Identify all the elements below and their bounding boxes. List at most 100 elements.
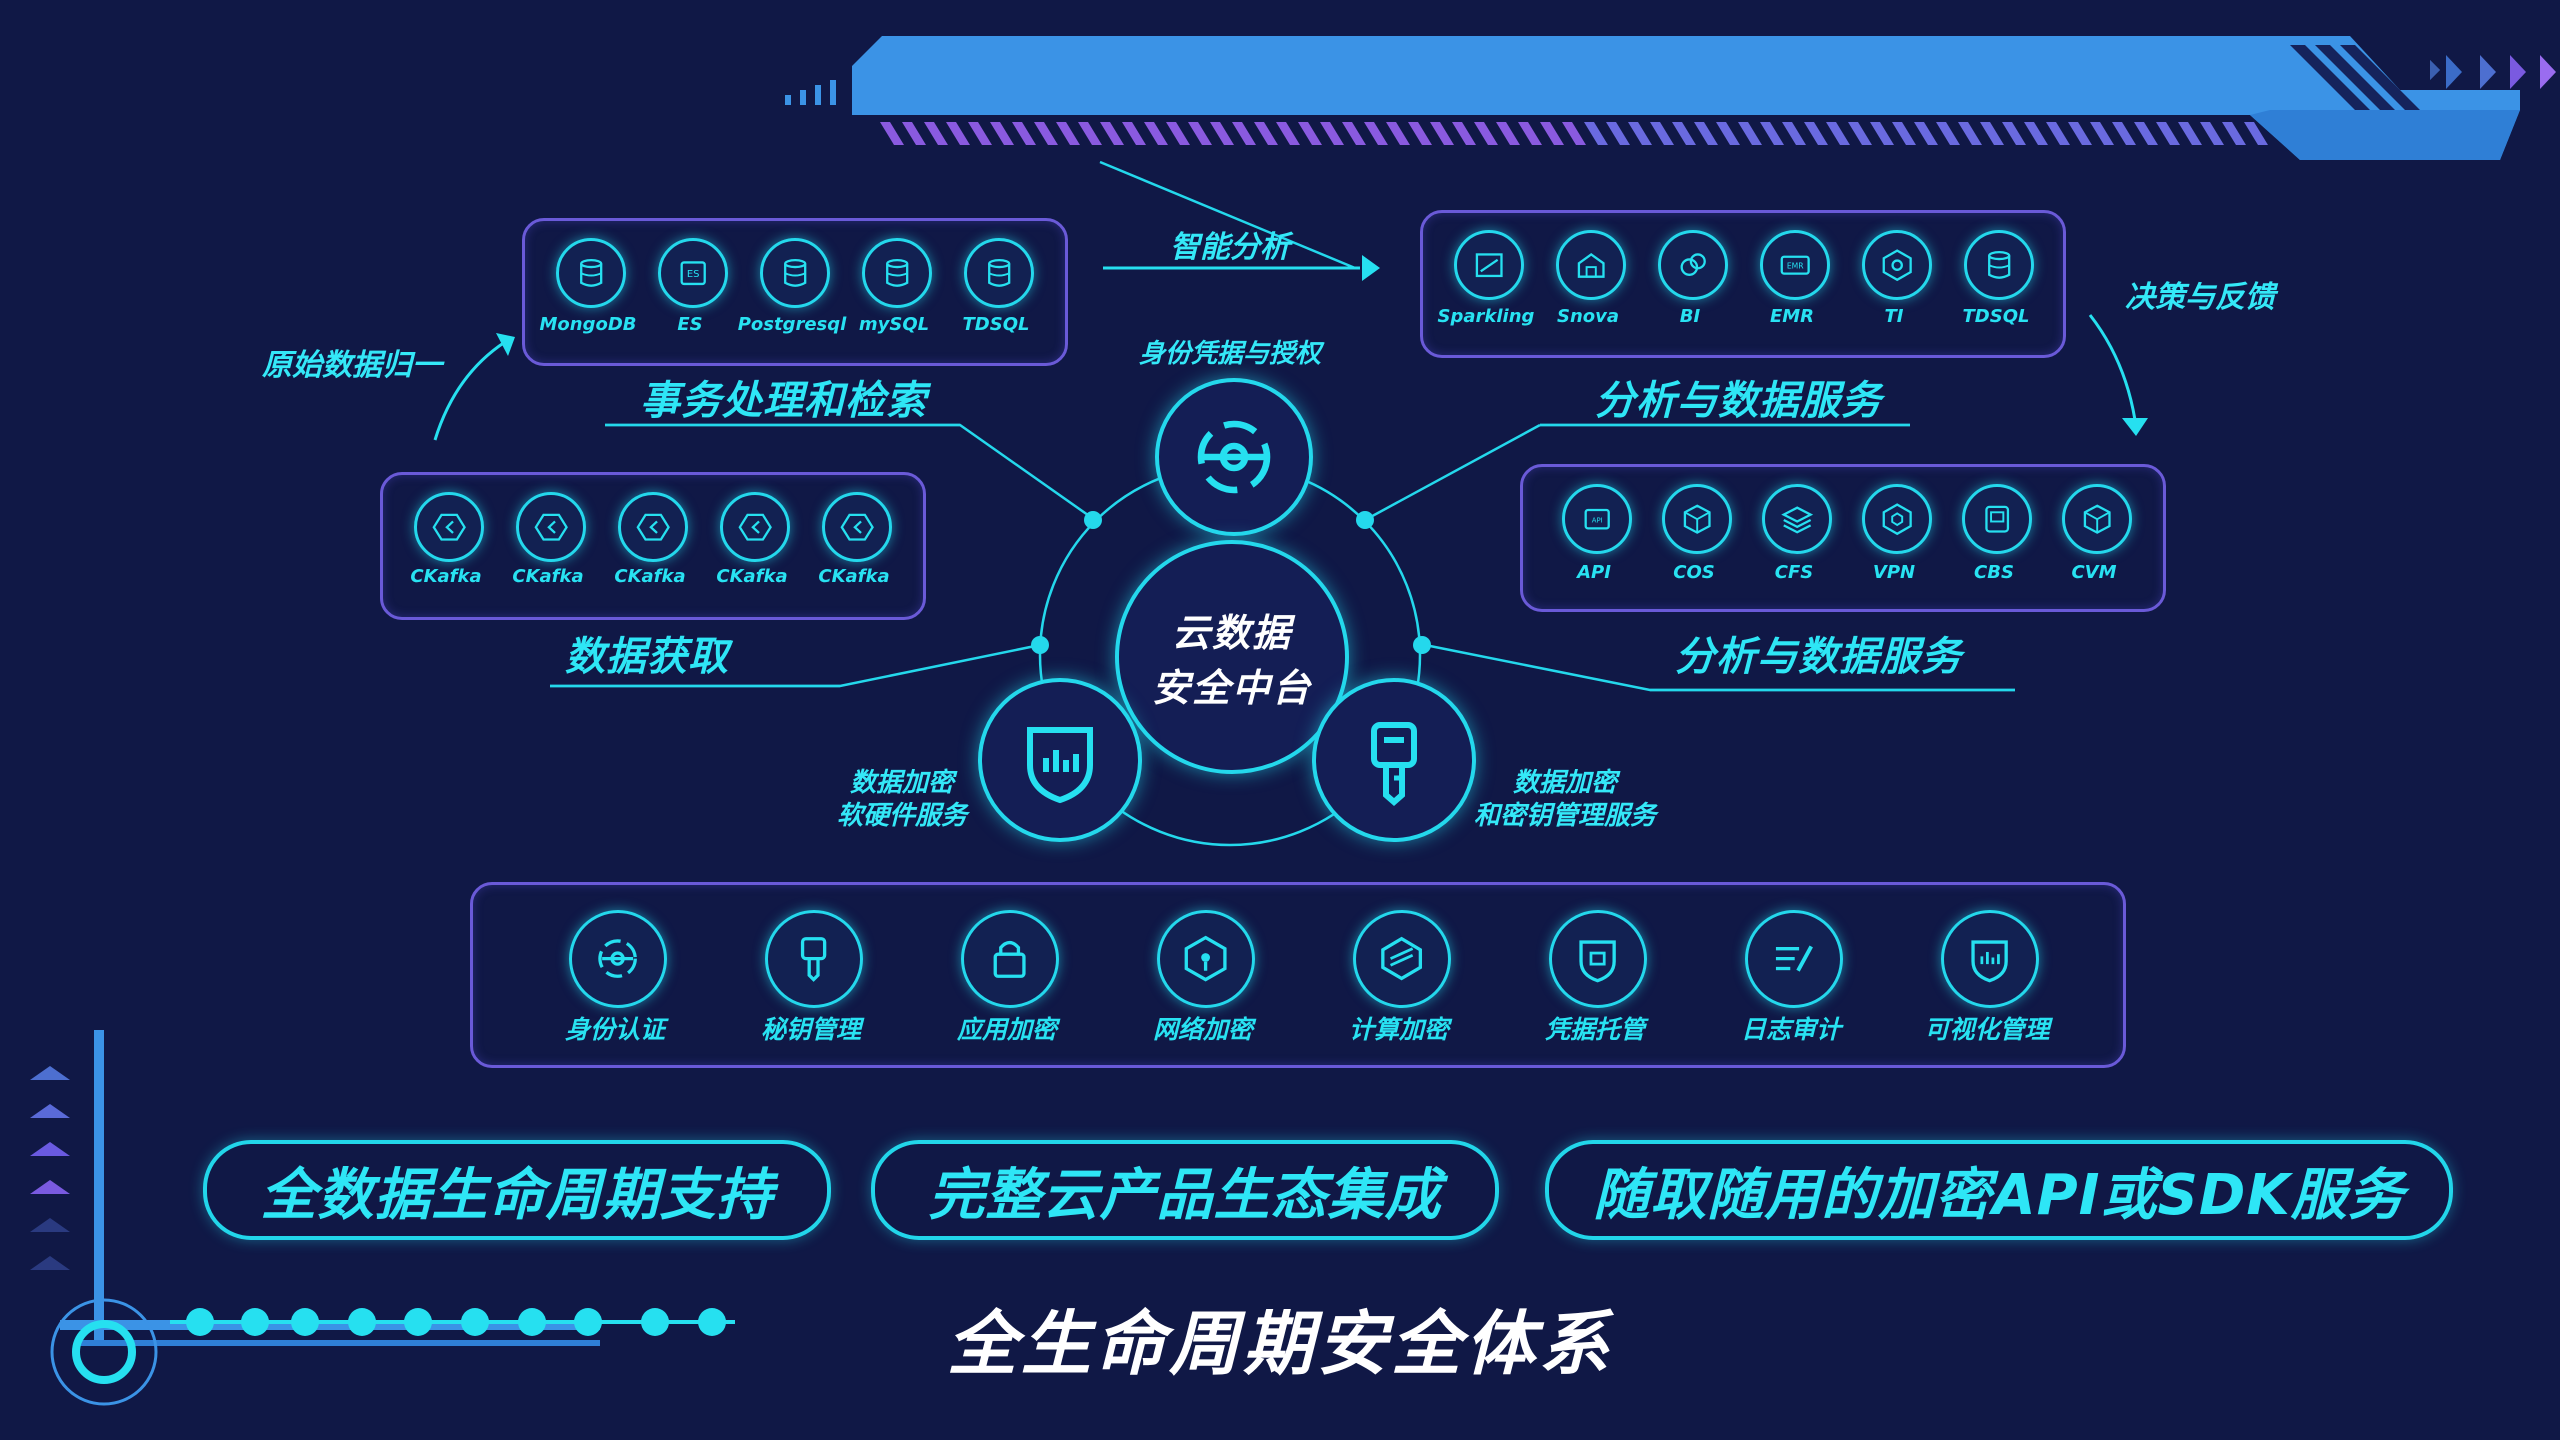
banner-arrows bbox=[2430, 55, 2556, 89]
banner-stripe bbox=[1298, 122, 1322, 145]
heading-underlines bbox=[550, 423, 2015, 692]
database-icon bbox=[760, 238, 830, 308]
banner-stripe bbox=[1078, 122, 1102, 145]
banner-stripe bbox=[1584, 122, 1608, 145]
banner-stripe bbox=[1672, 122, 1696, 145]
banner-stripe bbox=[902, 122, 926, 145]
banner-stripe bbox=[1408, 122, 1432, 145]
shield-icon bbox=[1549, 910, 1647, 1008]
flow-label-analysis: 智能分析 bbox=[1170, 230, 1290, 265]
item-label: API bbox=[1577, 562, 1611, 583]
hexagon-icon bbox=[1862, 484, 1932, 554]
banner-stripe bbox=[2156, 122, 2180, 145]
banner-stripe bbox=[1716, 122, 1740, 145]
warehouse-icon bbox=[1556, 230, 1626, 300]
key-icon bbox=[765, 910, 863, 1008]
heading-analysis-top: 分析与数据服务 bbox=[1595, 378, 1882, 424]
item-label: CKafka bbox=[512, 566, 584, 587]
center-line-2: 安全中台 bbox=[1151, 666, 1312, 710]
banner-stripe bbox=[1892, 122, 1916, 145]
panel-acquisition bbox=[380, 472, 926, 620]
log-icon bbox=[1745, 910, 1843, 1008]
item-label: 应用加密 bbox=[956, 1015, 1057, 1044]
banner-stripe bbox=[1870, 122, 1894, 145]
cube-icon bbox=[1662, 484, 1732, 554]
banner-stripe bbox=[1166, 122, 1190, 145]
banner-stripe bbox=[1100, 122, 1124, 145]
banner-stripe bbox=[1848, 122, 1872, 145]
bi-icon bbox=[1658, 230, 1728, 300]
banner-stripe bbox=[1518, 122, 1542, 145]
encrypt-hw-line-2: 软硬件服务 bbox=[836, 800, 967, 831]
api-icon: API bbox=[1562, 484, 1632, 554]
kafka-icon bbox=[822, 492, 892, 562]
database-icon bbox=[862, 238, 932, 308]
item-label: 凭据托管 bbox=[1544, 1015, 1645, 1044]
compute-icon bbox=[1353, 910, 1451, 1008]
chart-shield-icon bbox=[1941, 910, 2039, 1008]
database-icon bbox=[556, 238, 626, 308]
item-label: BI bbox=[1679, 306, 1701, 327]
banner-stripe bbox=[924, 122, 948, 145]
banner-ticks bbox=[785, 80, 836, 105]
item-label: CKafka bbox=[410, 566, 482, 587]
banner-stripe bbox=[1386, 122, 1410, 145]
banner-stripe bbox=[1650, 122, 1674, 145]
identity-icon bbox=[1197, 420, 1271, 494]
banner-stripe bbox=[1012, 122, 1036, 145]
kafka-icon bbox=[516, 492, 586, 562]
item-label: CBS bbox=[1974, 562, 2014, 583]
layers-icon bbox=[1762, 484, 1832, 554]
network-icon bbox=[1157, 910, 1255, 1008]
banner-stripe bbox=[2112, 122, 2136, 145]
item-label: 秘钥管理 bbox=[760, 1015, 861, 1044]
banner-stripe bbox=[1254, 122, 1278, 145]
item-label: 日志审计 bbox=[1740, 1015, 1841, 1044]
banner-stripe bbox=[1144, 122, 1168, 145]
database-icon bbox=[1964, 230, 2034, 300]
banner-stripe bbox=[2244, 122, 2268, 145]
banner-stripe bbox=[1958, 122, 1982, 145]
disk-icon bbox=[1962, 484, 2032, 554]
feature-pill-1: 全数据生命周期支持 bbox=[203, 1140, 831, 1240]
item-label: CKafka bbox=[614, 566, 686, 587]
banner-stripe bbox=[1694, 122, 1718, 145]
banner-stripe bbox=[1122, 122, 1146, 145]
top-banner bbox=[852, 36, 2520, 160]
encrypt-key-line-1: 数据加密 bbox=[1512, 768, 1617, 798]
kafka-icon bbox=[720, 492, 790, 562]
item-label: 身份认证 bbox=[564, 1015, 665, 1044]
lock-icon bbox=[961, 910, 1059, 1008]
emr-icon: EMR bbox=[1760, 230, 1830, 300]
cube-icon bbox=[2062, 484, 2132, 554]
item-label: MongoDB bbox=[539, 314, 637, 335]
banner-stripe bbox=[1188, 122, 1212, 145]
page-caption: 全生命周期安全体系 bbox=[947, 1303, 1613, 1385]
banner-stripe bbox=[1782, 122, 1806, 145]
item-label: COS bbox=[1673, 562, 1715, 583]
banner-stripe bbox=[2002, 122, 2026, 145]
feature-pill-3: 随取随用的加密API或SDK服务 bbox=[1545, 1140, 2453, 1240]
panel-services bbox=[470, 882, 2126, 1068]
item-label: CKafka bbox=[818, 566, 890, 587]
banner-stripe bbox=[2134, 122, 2158, 145]
banner-stripe bbox=[1804, 122, 1828, 145]
banner-stripe bbox=[1540, 122, 1564, 145]
identity-caption: 身份凭据与授权 bbox=[1138, 339, 1321, 369]
ti-icon bbox=[1862, 230, 1932, 300]
item-label: VPN bbox=[1872, 562, 1916, 583]
item-label: TDSQL bbox=[962, 314, 1030, 335]
shield-chart-icon bbox=[1027, 727, 1093, 804]
item-label: TDSQL bbox=[1962, 306, 2030, 327]
banner-stripe bbox=[1210, 122, 1234, 145]
banner-stripe bbox=[1738, 122, 1762, 145]
banner-stripe bbox=[1628, 122, 1652, 145]
heading-acquisition: 数据获取 bbox=[565, 634, 729, 680]
corner-decor bbox=[30, 1030, 735, 1406]
banner-stripe bbox=[1342, 122, 1366, 145]
banner-stripe bbox=[968, 122, 992, 145]
encrypt-key-line-2: 和密钥管理服务 bbox=[1473, 800, 1656, 831]
banner-stripe bbox=[1364, 122, 1388, 145]
